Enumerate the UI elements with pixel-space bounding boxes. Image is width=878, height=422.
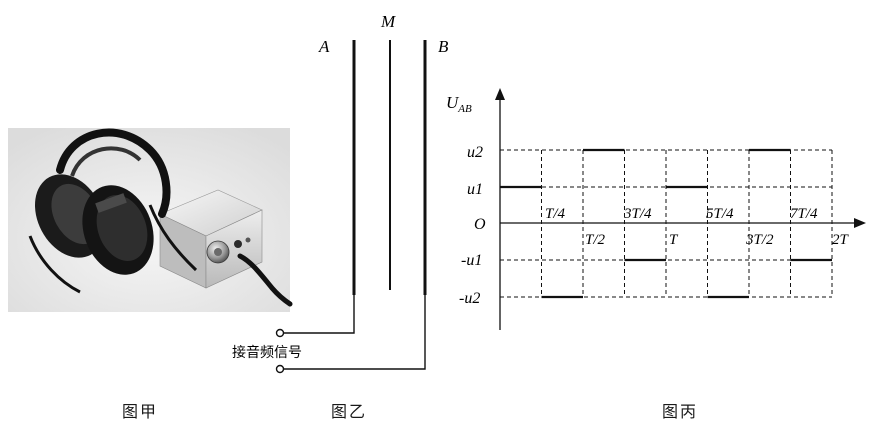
plate-diagram: A M B 接音频信号 xyxy=(232,12,449,374)
earcup-right xyxy=(82,185,154,275)
x-tick-t-2: T/2 xyxy=(585,232,606,248)
waveform-chart: UAB u2 u1 O -u1 -u2 T/4 3T/4 5T/4 7T/4 T… xyxy=(446,88,866,330)
caption-figure-3: 图丙 xyxy=(662,402,699,421)
label-a: A xyxy=(318,37,330,56)
origin-label: O xyxy=(474,216,486,233)
x-tick-3t-4: 3T/4 xyxy=(623,206,652,222)
y-axis-arrow xyxy=(495,88,505,100)
label-m: M xyxy=(380,12,396,31)
terminal-b xyxy=(275,364,285,374)
x-tick-t-4: T/4 xyxy=(545,206,566,222)
label-b: B xyxy=(438,37,449,56)
power-led xyxy=(234,240,242,248)
y-tick-neg-u1: -u1 xyxy=(461,252,482,269)
y-tick-u1: u1 xyxy=(467,181,483,198)
waveform-layer xyxy=(500,148,833,299)
y-axis-label: UAB xyxy=(446,93,472,115)
x-tick-t: T xyxy=(669,232,679,248)
x-tick-5t-4: 5T/4 xyxy=(706,206,734,222)
y-tick-u2: u2 xyxy=(467,144,483,161)
y-tick-neg-u2: -u2 xyxy=(459,290,480,307)
amplifier-box xyxy=(159,189,263,289)
photo-headphone-amplifier xyxy=(8,128,293,312)
x-tick-3t-2: 3T/2 xyxy=(745,232,774,248)
x-tick-7t-4: 7T/4 xyxy=(790,206,818,222)
x-tick-2t: 2T xyxy=(832,232,850,248)
headband xyxy=(56,128,171,218)
headphone-cable xyxy=(237,253,293,307)
x-axis-arrow xyxy=(854,218,866,228)
terminal-a xyxy=(275,328,285,338)
caption-figure-1: 图甲 xyxy=(122,402,159,421)
wire-a xyxy=(284,295,355,334)
wire-b xyxy=(284,295,426,370)
caption-figure-2: 图乙 xyxy=(331,402,368,421)
input-label: 接音频信号 xyxy=(232,344,302,361)
